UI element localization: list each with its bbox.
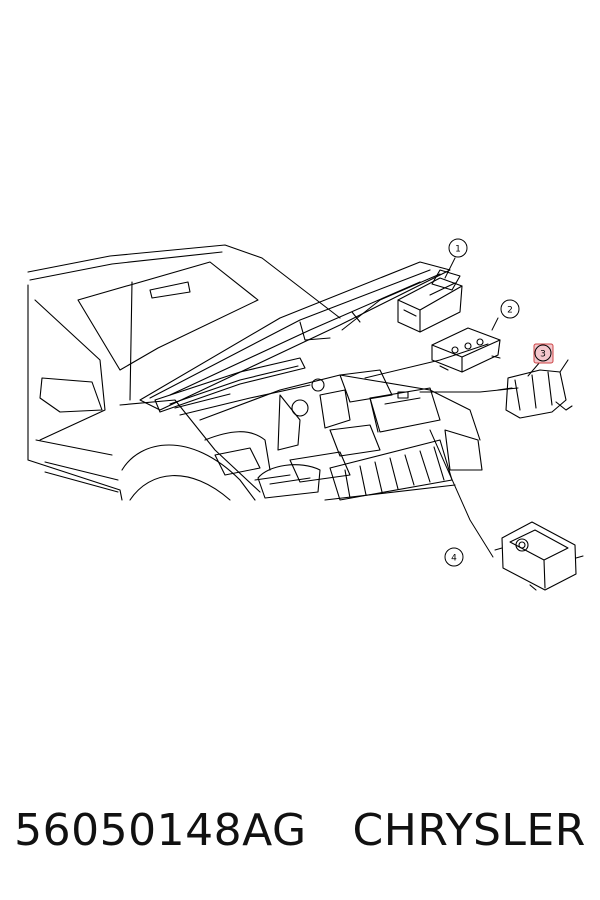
- callout-4-number: 4: [451, 554, 457, 564]
- part-2-controller: [431, 327, 501, 373]
- callout-2-number: 2: [507, 306, 513, 316]
- callout-1: 1: [448, 238, 468, 258]
- callout-3-highlight: [533, 343, 554, 364]
- engine-compartment: [199, 369, 481, 483]
- part-4-pcm: [494, 521, 584, 591]
- open-hood: [139, 261, 461, 411]
- part-1-module: [397, 277, 463, 333]
- vehicle-outline: [27, 244, 341, 501]
- callout-3: 3: [533, 343, 554, 364]
- headlight: [257, 429, 483, 499]
- callout-1-number: 1: [455, 245, 461, 255]
- grille: [324, 439, 456, 501]
- callout-4: 4: [444, 547, 464, 567]
- brand-name: CHRYSLER: [352, 804, 586, 856]
- cowl-area: [154, 357, 311, 416]
- part-number: 56050148AG: [14, 804, 307, 856]
- callouts: 1 2 3 4: [444, 238, 554, 567]
- callout-2: 2: [500, 299, 520, 319]
- part-info-footer: 56050148AG CHRYSLER: [0, 795, 600, 865]
- leader-lines: [341, 257, 541, 558]
- callout-3-number: 3: [540, 350, 546, 360]
